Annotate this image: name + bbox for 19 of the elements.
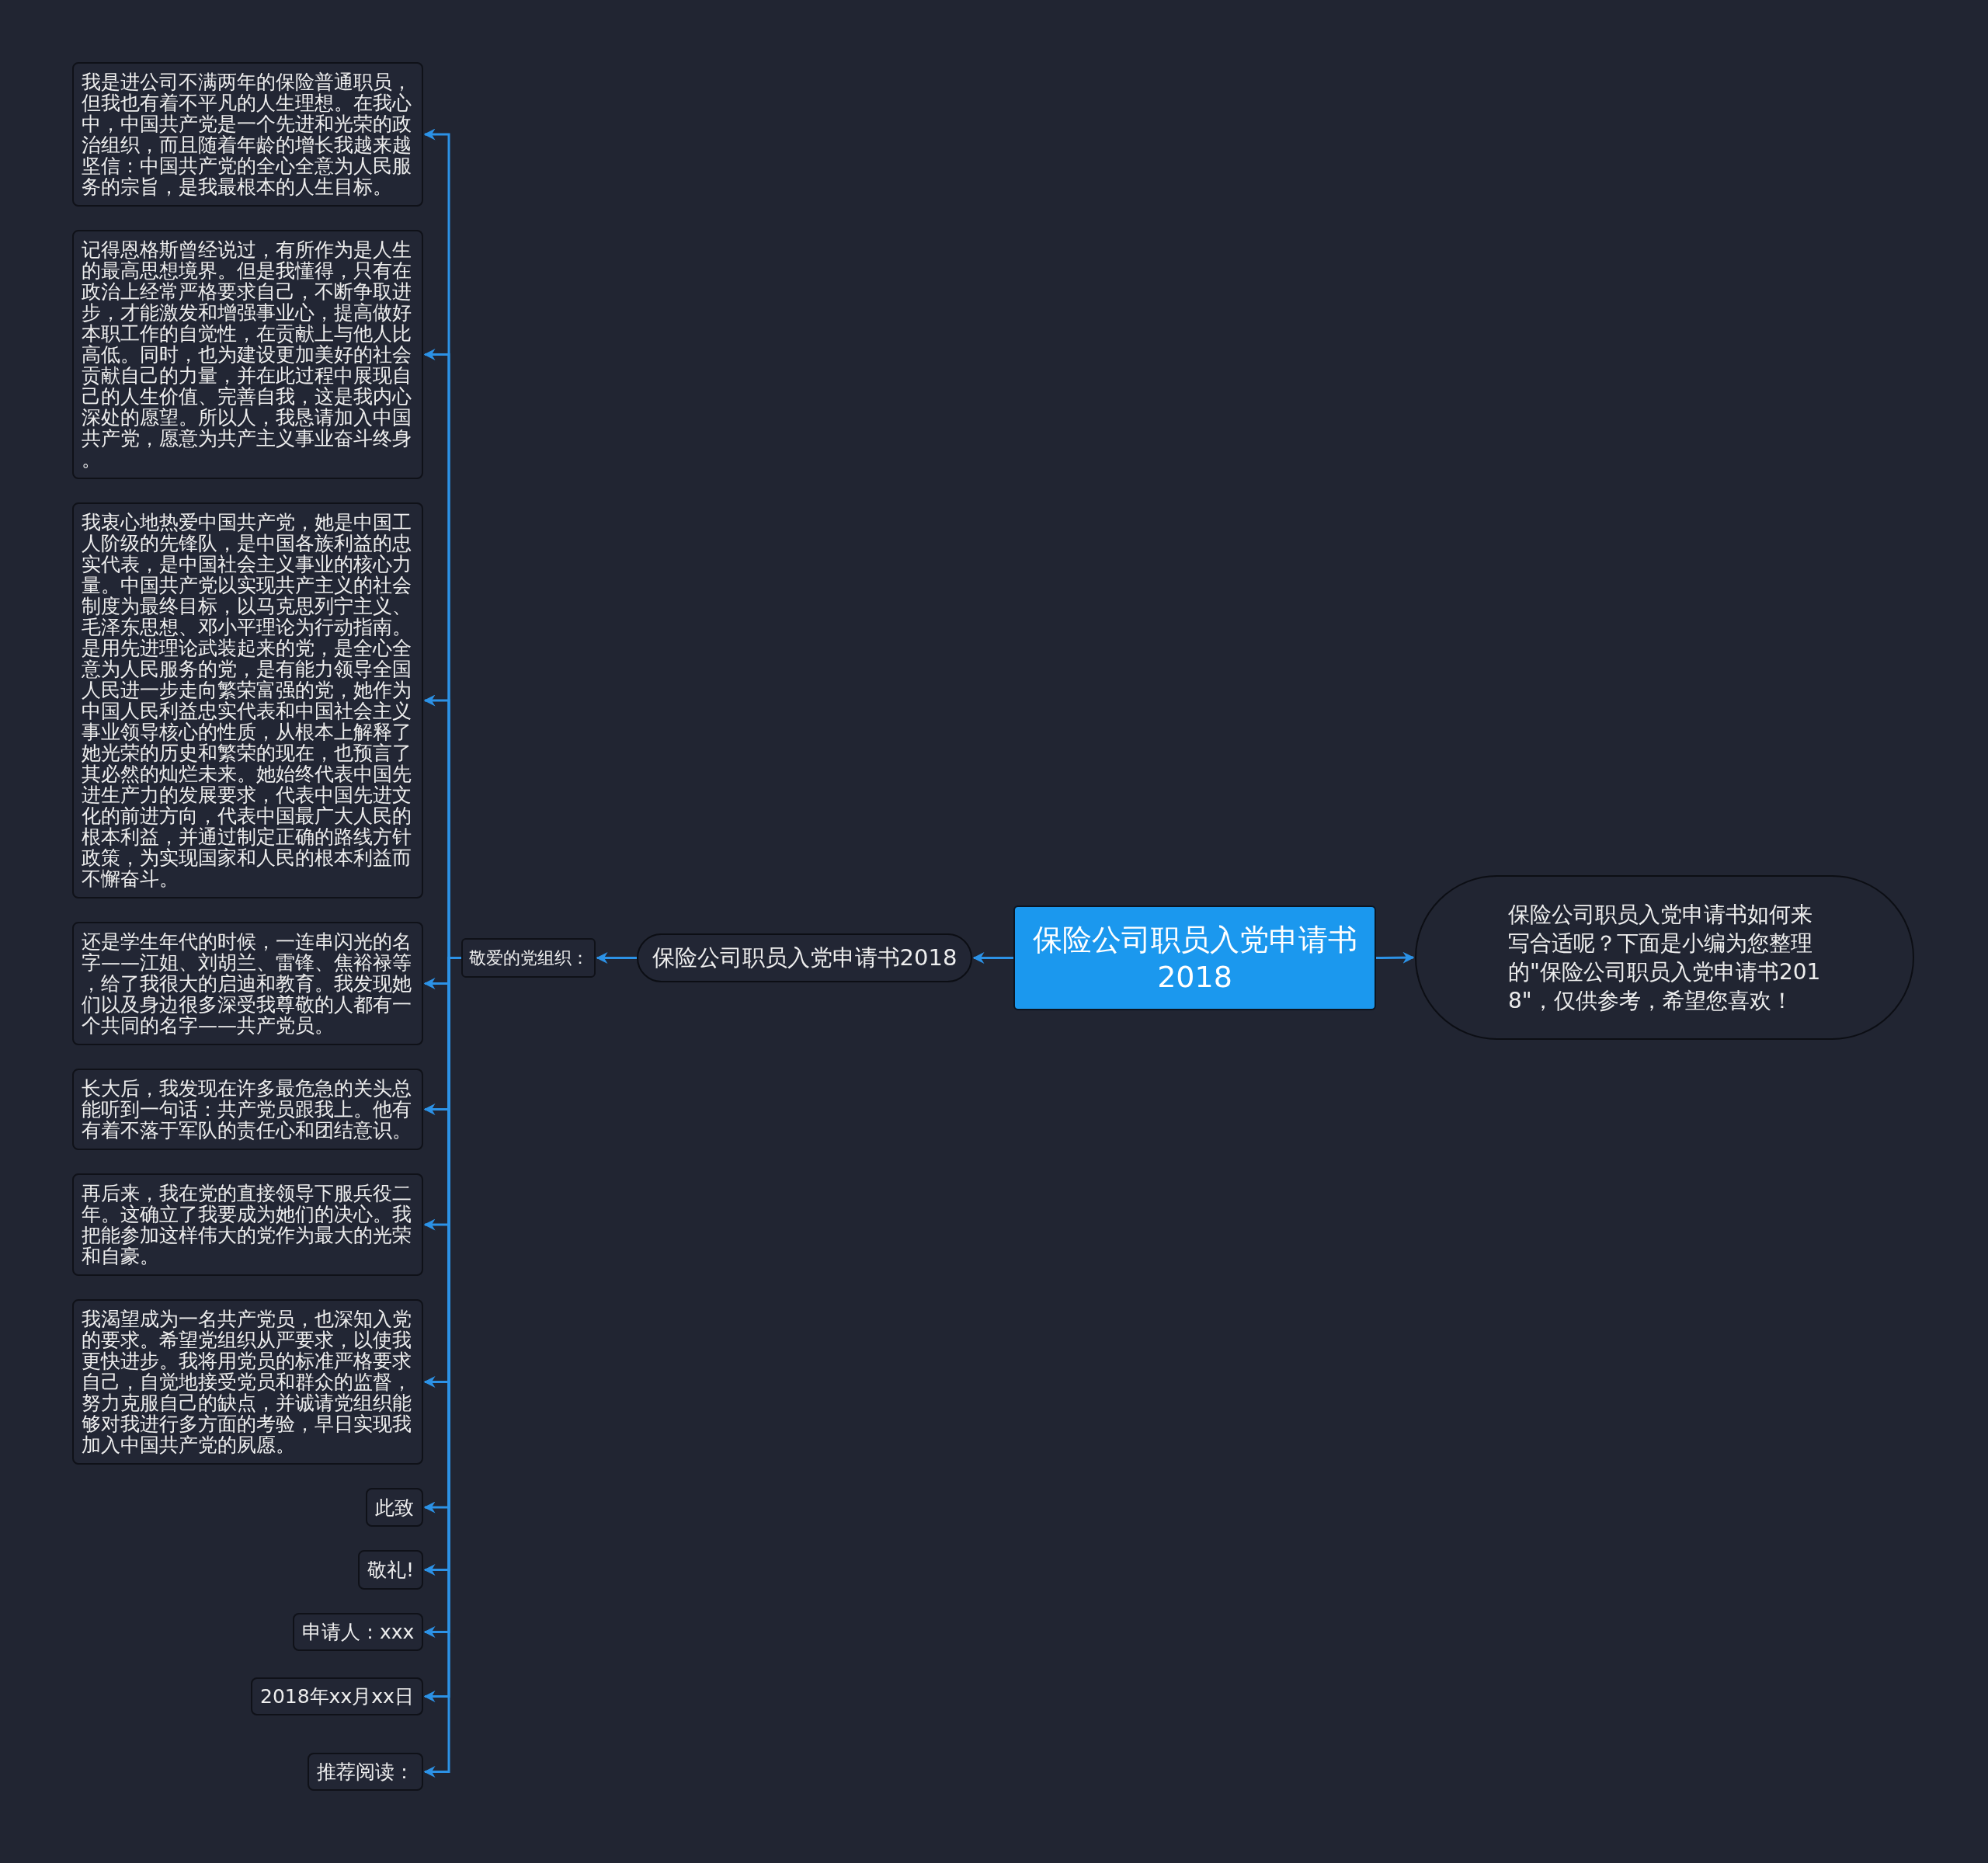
text-card: 还是学生年代的时候，一连串闪光的名字——江姐、刘胡兰、雷锋、焦裕禄等，给了我很大的启迪和教育。我发现她们以及身边很多深受我尊敬的人都有一个共同的名字——共产党员。 [72,922,423,1045]
text-card: 记得恩格斯曾经说过，有所作为是人生的最高思想境界。但是我懂得，只有在政治上经常严格要求自己，不断争取进步，才能激发和增强事业心，提高做好本职工作的自觉性，在贡献上与他人比高低。同时，也为建设更加美好的社会贡献自己的力量，并在此过程中展现自己的人生价值、完善自我，这是我内心深处的愿望。所以人，我恳请加入中国共产党，愿意为共产主义事业奋斗终身。 [72,230,423,479]
text-card: 我渴望成为一名共产党员，也深知入党的要求。希望党组织从严要求，以使我更快进步。我将用党员的标准严格要求自己，自觉地接受党员和群众的监督，努力克服自己的缺点，并诚请党组织能够对我进行多方面的考验，早日实现我加入中国共产党的夙愿。 [72,1299,423,1465]
text-card: 长大后，我发现在许多最危急的关头总能听到一句话：共产党员跟我上。他有有着不落于军队的责任心和团结意识。 [72,1069,423,1150]
text-card: 再后来，我在党的直接领导下服兵役二年。这确立了我要成为她们的决心。我把能参加这样伟大的党作为最大的光荣和自豪。 [72,1173,423,1276]
arrow [596,952,637,964]
text-card: 我是进公司不满两年的保险普通职员，但我也有着不平凡的人生理想。在我心中，中国共产党是一个先进和光荣的政治组织，而且随着年龄的增长我越来越坚信：中国共产党的全心全意为人民服务的宗旨，是我最根本的人生目标。 [72,62,423,207]
text-card: 推荐阅读： [308,1753,423,1791]
arrow [972,952,1013,964]
text-card: 此致 [366,1488,423,1527]
title-pill: 保险公司职员入党申请书2018 [637,933,972,982]
summary-bubble: 保险公司职员入党申请书如何来写合适呢？下面是小编为您整理的"保险公司职员入党申请书2018"，仅供参考，希望您喜欢！ [1415,875,1914,1040]
branch-box: 敬爱的党组织： [461,938,596,978]
arrow [1376,951,1415,964]
text-card: 申请人：xxx [293,1613,424,1651]
text-card: 2018年xx月xx日 [251,1677,423,1715]
text-card: 我衷心地热爱中国共产党，她是中国工人阶级的先锋队，是中国各族利益的忠实代表，是中国社会主义事业的核心力量。中国共产党以实现共产主义的社会制度为最终目标，以马克思列宁主义、毛泽东思想、邓小平理论为行动指南。是用先进理论武装起来的党，是全心全意为人民服务的党，是有能力领导全国人民进一步走向繁荣富强的党，她作为中国人民利益忠实代表和中国社会主义事业领导核心的性质，从根本上解释了她光荣的历史和繁荣的现在，也预言了其必然的灿烂未来。她始终代表中国先进生产力的发展要求，代表中国先进文化的前进方向，代表中国最广大人民的根本利益，并通过制定正确的路线方针政策，为实现国家和人民的根本利益而不懈奋斗。 [72,502,423,898]
topic-box: 保险公司职员入党申请书2018 [1013,905,1376,1010]
text-card: 敬礼! [358,1550,424,1590]
